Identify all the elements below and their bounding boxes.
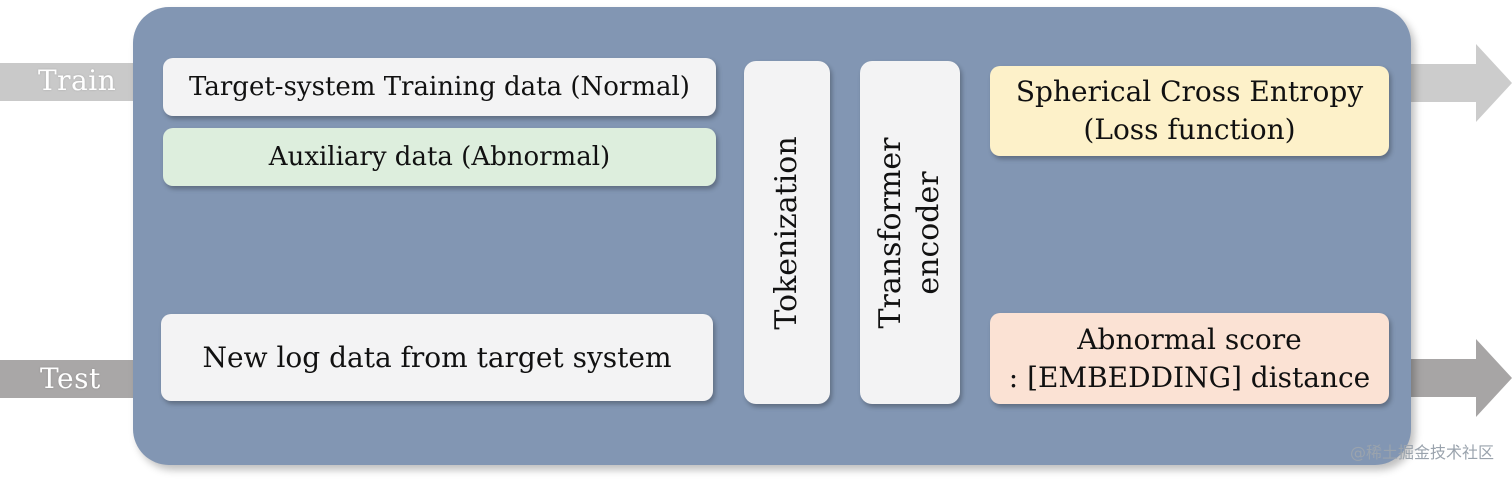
transformer-encoder-line1: Transformer (873, 136, 908, 329)
auxiliary-data-box: Auxiliary data (Abnormal) (163, 128, 716, 186)
test-label: Test (40, 362, 101, 395)
abnormal-score-line2: : [EMBEDDING] distance (1008, 360, 1371, 394)
tokenization-box: Tokenization (744, 61, 830, 404)
tokenization-label: Tokenization (769, 135, 804, 330)
transformer-encoder-label: Transformer encoder (872, 137, 948, 328)
transformer-encoder-line2: encoder (911, 170, 946, 295)
train-label: Train (38, 64, 117, 97)
abnormal-score-line1: Abnormal score (1077, 322, 1302, 356)
train-output-arrow (1380, 44, 1512, 122)
new-log-data-box: New log data from target system (161, 314, 713, 401)
loss-function-line1: Spherical Cross Entropy (1015, 75, 1364, 108)
loss-function-line2: (Loss function) (1083, 113, 1296, 146)
test-output-arrow (1380, 339, 1512, 417)
loss-function-box: Spherical Cross Entropy (Loss function) (990, 66, 1389, 156)
new-log-data-label: New log data from target system (202, 341, 672, 374)
watermark: @稀土掘金技术社区 (1349, 443, 1494, 462)
training-data-label: Target-system Training data (Normal) (189, 72, 690, 102)
training-data-box: Target-system Training data (Normal) (163, 58, 716, 116)
abnormal-score-box: Abnormal score : [EMBEDDING] distance (990, 313, 1389, 404)
transformer-encoder-box: Transformer encoder (860, 61, 960, 404)
auxiliary-data-label: Auxiliary data (Abnormal) (268, 142, 611, 172)
